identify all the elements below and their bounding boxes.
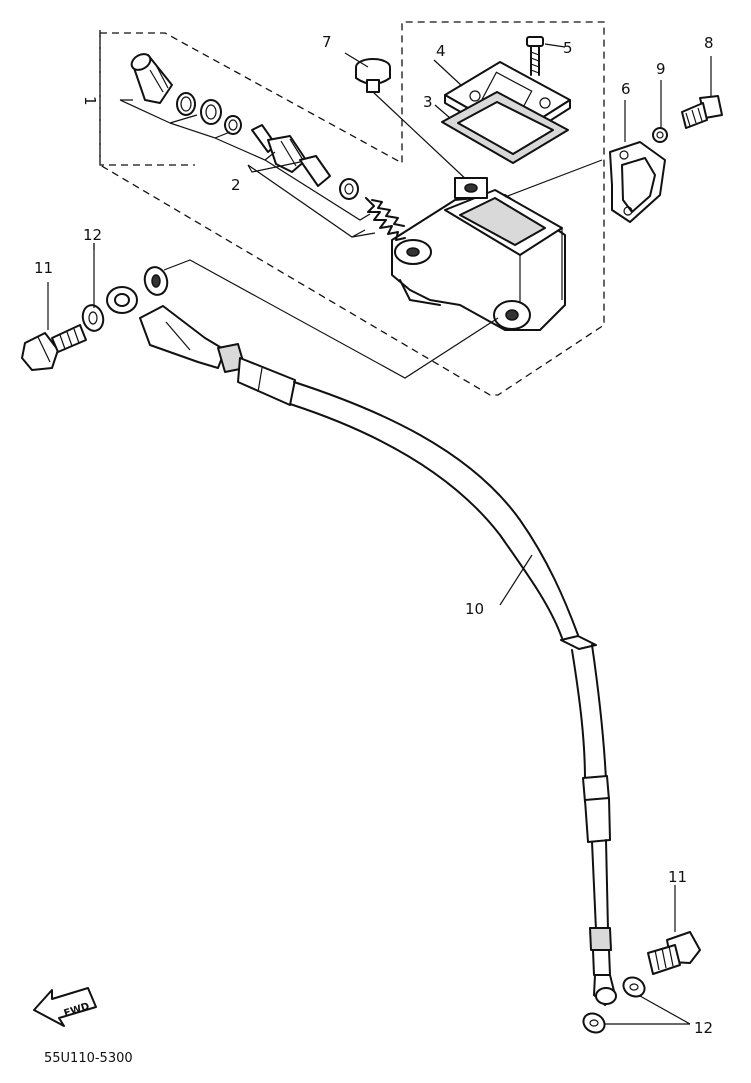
callout-12-top: 12 — [83, 226, 102, 244]
callout-2: 2 — [231, 176, 241, 194]
callout-8: 8 — [704, 34, 714, 52]
drawing-code: 55U110-5300 — [44, 1051, 133, 1066]
part-11-banjo-bolt-bottom-icon — [647, 931, 701, 975]
part-7-cap-icon — [355, 58, 391, 93]
part-8-bolt-icon — [681, 95, 723, 129]
callout-3: 3 — [423, 93, 433, 111]
master-cylinder-body-icon — [391, 177, 566, 331]
callout-7: 7 — [322, 33, 332, 51]
part-11-banjo-bolt-top-icon — [21, 324, 87, 371]
part-6-holder-icon — [609, 141, 666, 223]
part-9-washer-icon — [652, 127, 668, 143]
part-3-gasket-icon — [441, 91, 569, 164]
callout-6: 6 — [621, 80, 631, 98]
part-12-washer-top-icon — [81, 266, 169, 332]
part-10-brake-hose-icon — [289, 381, 617, 1006]
part-5-screw-icon — [526, 36, 544, 76]
callout-1: 1 — [81, 96, 99, 106]
callout-9: 9 — [656, 60, 666, 78]
assembly-outline-piston-kit — [99, 30, 195, 166]
part-1-piston-kit-icon — [130, 53, 242, 135]
callout-11-bottom: 11 — [668, 868, 687, 886]
callout-5: 5 — [563, 39, 573, 57]
forward-direction-arrow-icon: FWD — [33, 987, 97, 1027]
part-12-washer-bottom-icon — [582, 976, 646, 1034]
assembly-outline-master-cylinder — [99, 21, 605, 396]
callout-11-top: 11 — [34, 259, 53, 277]
callout-10: 10 — [465, 600, 484, 618]
brake-hose-banjo-top-icon — [106, 286, 296, 406]
callout-4: 4 — [436, 42, 446, 60]
callout-12-bottom: 12 — [694, 1019, 713, 1037]
spring-icon — [365, 197, 406, 241]
